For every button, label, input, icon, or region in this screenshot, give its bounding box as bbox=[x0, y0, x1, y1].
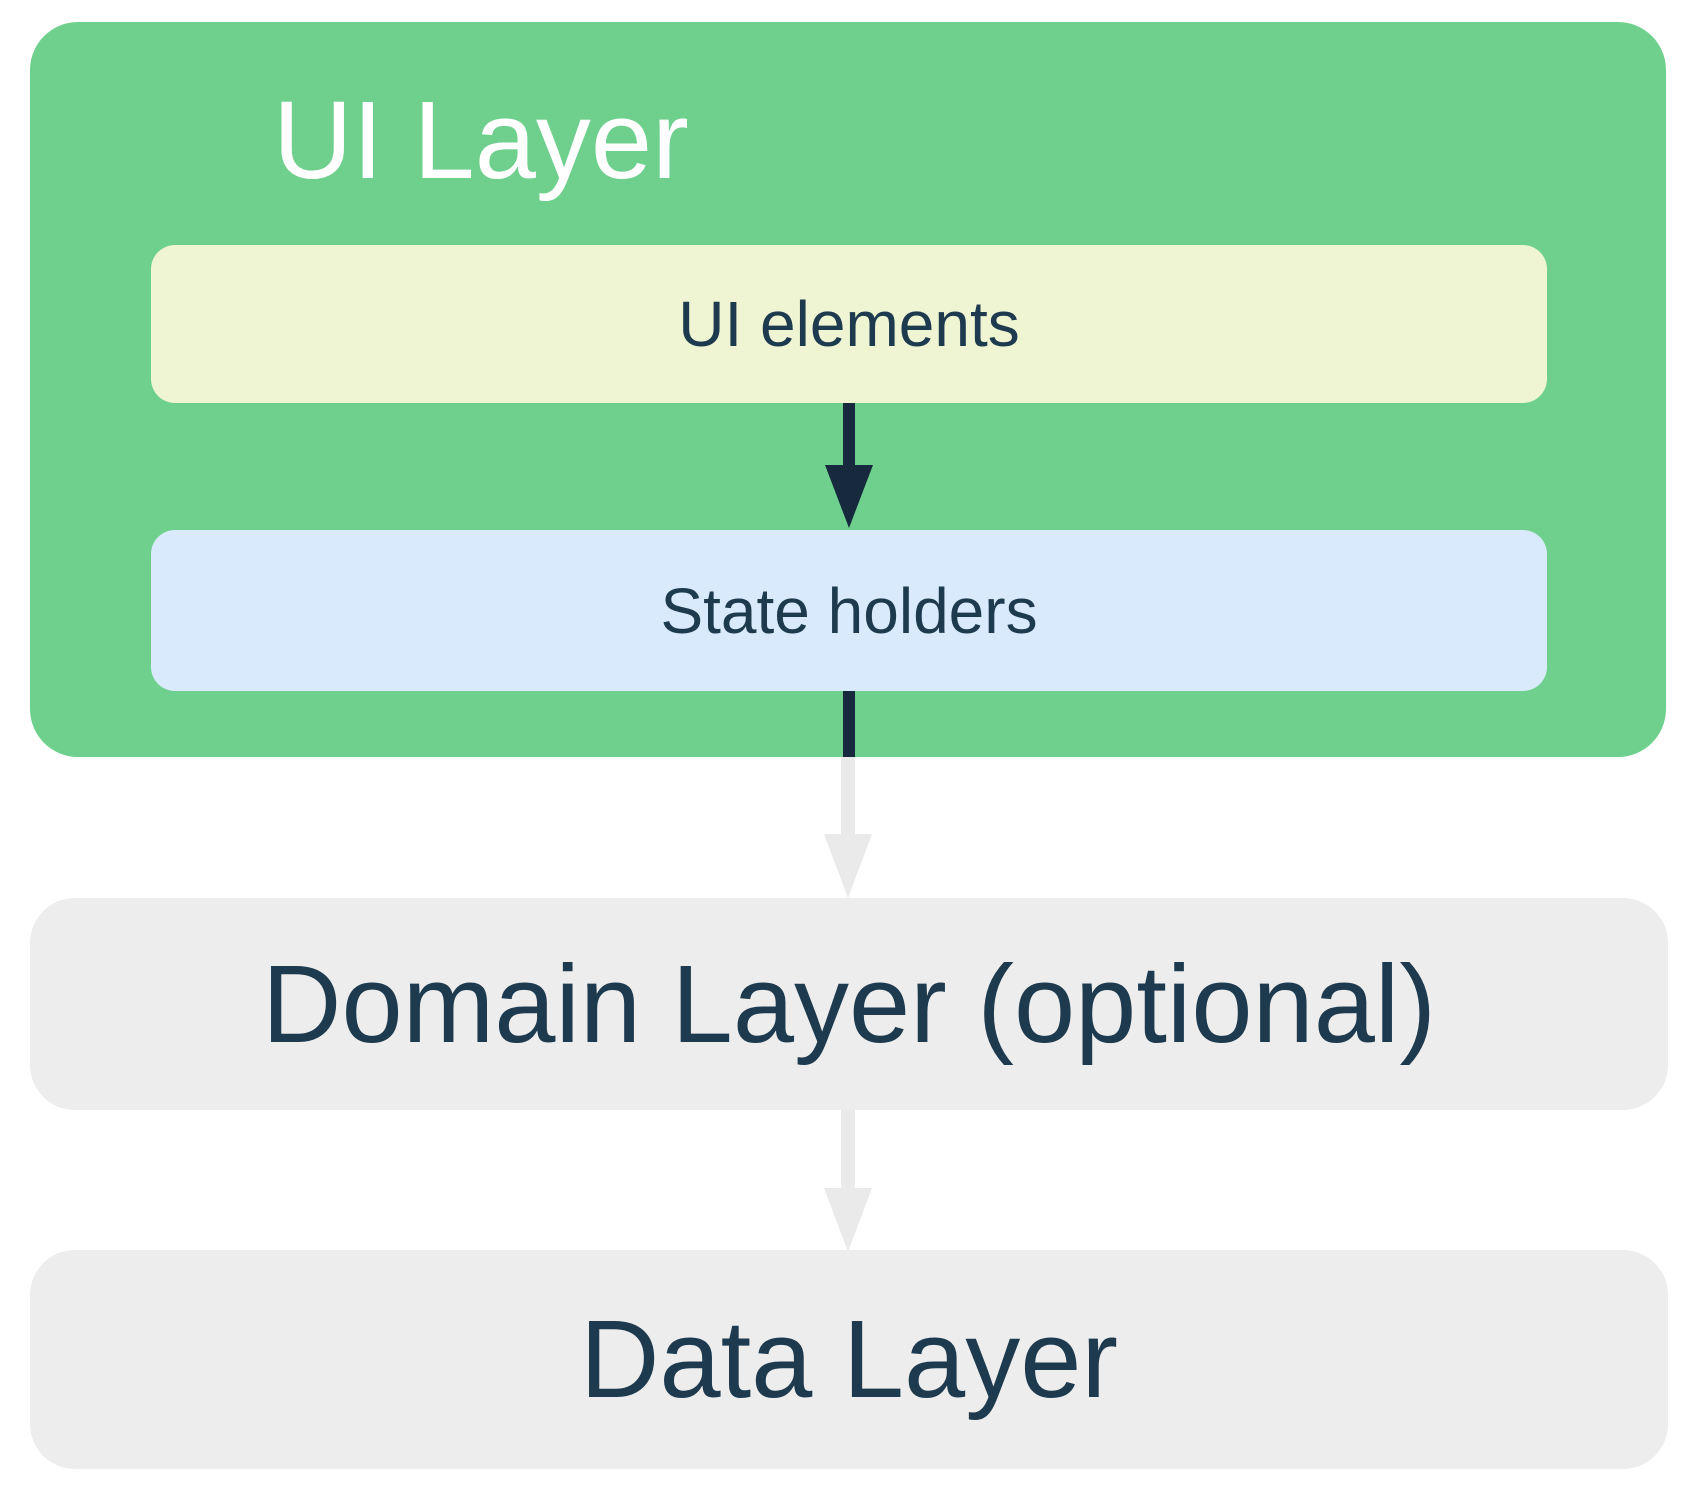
data-layer-label: Data Layer bbox=[579, 1298, 1119, 1421]
ui-elements-label: UI elements bbox=[678, 288, 1020, 360]
domain-layer-box: Domain Layer (optional) bbox=[30, 898, 1668, 1110]
ui-layer-title: UI Layer bbox=[273, 79, 689, 202]
state-holders-box: State holders bbox=[151, 530, 1547, 691]
arrow-stem-dark-segment bbox=[843, 691, 855, 758]
arrow-stem-light-segment bbox=[841, 757, 855, 835]
arrow-stem bbox=[843, 403, 855, 467]
arrow-head-icon bbox=[824, 1188, 872, 1252]
domain-layer-label: Domain Layer (optional) bbox=[262, 942, 1436, 1066]
state-holders-label: State holders bbox=[660, 574, 1038, 647]
ui-elements-box: UI elements bbox=[151, 245, 1547, 403]
data-layer-box: Data Layer bbox=[30, 1250, 1668, 1469]
arrow-stem bbox=[841, 1110, 855, 1190]
arrow-head-icon bbox=[825, 465, 873, 528]
arrow-head-icon bbox=[824, 834, 872, 898]
